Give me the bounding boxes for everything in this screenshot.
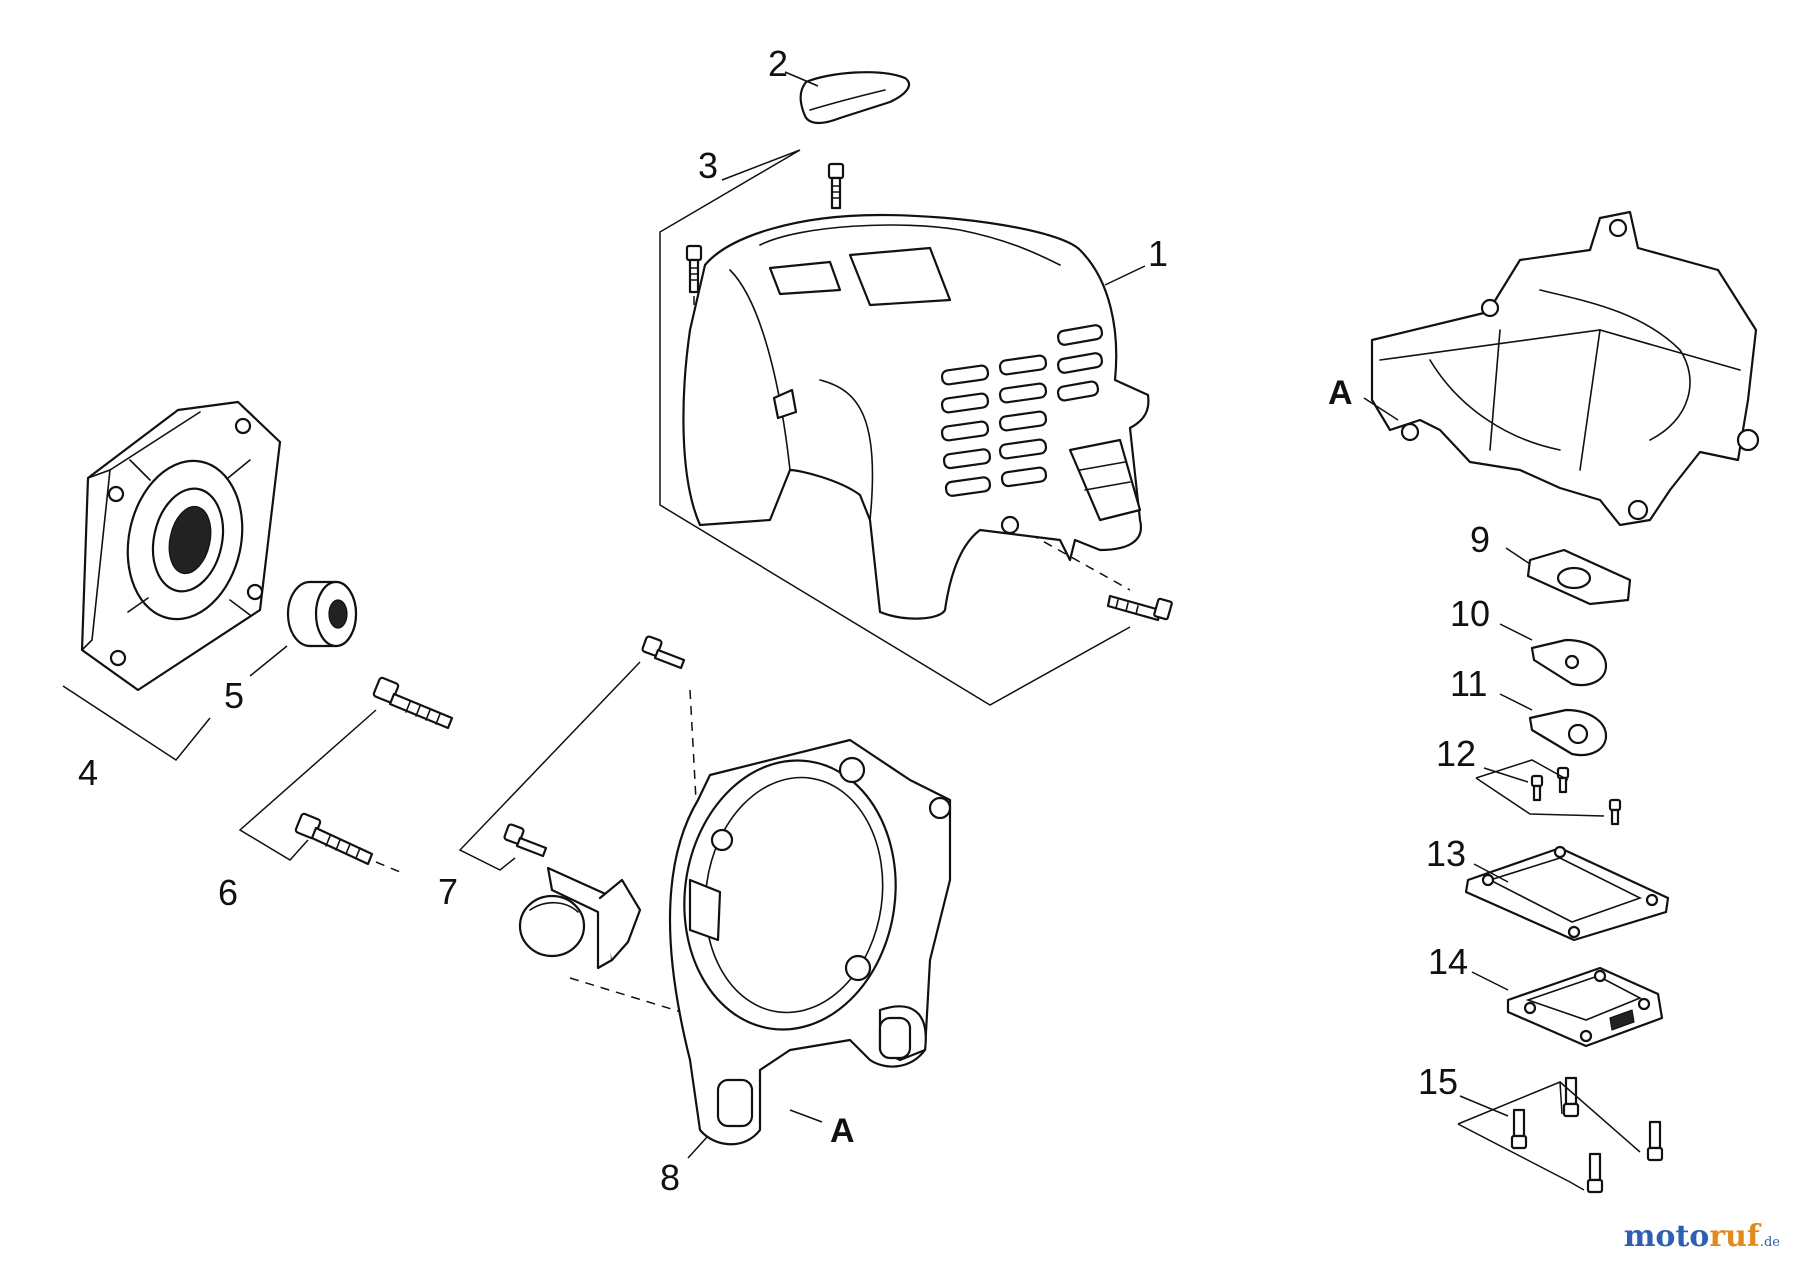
fan-cover-part[interactable] — [682, 213, 1150, 620]
watermark-brand-b: ruf — [1709, 1219, 1760, 1254]
reference-mark-a-left: A — [830, 1112, 855, 1150]
callout-3: 3 — [698, 145, 718, 186]
callout-6: 6 — [218, 872, 238, 913]
callout-15: 15 — [1418, 1061, 1458, 1102]
bolt-part-1[interactable] — [1106, 594, 1173, 622]
screw-part-15c[interactable] — [1646, 1120, 1664, 1162]
watermark-brand-a: moto — [1623, 1219, 1710, 1254]
bolt-part-6a[interactable] — [372, 676, 454, 730]
callout-11: 11 — [1450, 663, 1487, 704]
callout-9: 9 — [1470, 519, 1490, 560]
reference-mark-a-right: A — [1328, 374, 1353, 412]
gasket-part-13[interactable] — [1464, 845, 1670, 942]
callout-4: 4 — [78, 752, 98, 793]
screw-part-12c[interactable] — [1608, 798, 1622, 826]
watermark-tld: .de — [1759, 1235, 1780, 1250]
callout-2: 2 — [768, 43, 788, 84]
watermark-logo: motoruf.de — [1624, 1219, 1780, 1254]
callout-14: 14 — [1428, 941, 1468, 982]
callout-10: 10 — [1450, 593, 1490, 634]
primer-bulb-part[interactable] — [518, 866, 642, 970]
callout-12: 12 — [1436, 733, 1476, 774]
callout-8: 8 — [660, 1157, 680, 1198]
screw-part-15d[interactable] — [1586, 1152, 1604, 1194]
screw-part-15b[interactable] — [1510, 1108, 1528, 1150]
screw-part-15a[interactable] — [1562, 1076, 1580, 1118]
plate-part-14[interactable] — [1506, 966, 1664, 1048]
callout-7: 7 — [438, 871, 458, 912]
bearing-part[interactable] — [286, 580, 358, 648]
bolt-part-7a[interactable] — [641, 635, 686, 670]
crankcase-part[interactable] — [1370, 210, 1760, 527]
bolt-part-7b[interactable] — [503, 823, 548, 858]
gasket-part-9[interactable] — [1526, 548, 1632, 606]
gasket-part-11[interactable] — [1528, 708, 1608, 757]
callout-13: 13 — [1426, 833, 1466, 874]
housing-part[interactable] — [80, 400, 282, 692]
screw-part-12b[interactable] — [1530, 774, 1544, 802]
fan-case-part[interactable] — [667, 738, 952, 1146]
bolt-part-3b[interactable] — [685, 244, 703, 294]
bolt-part-3a[interactable] — [827, 162, 845, 210]
callout-1: 1 — [1148, 233, 1168, 274]
bolt-part-6b[interactable] — [294, 812, 374, 866]
vent-slots — [940, 324, 1104, 497]
cap-part[interactable] — [799, 71, 911, 125]
callout-5: 5 — [224, 675, 244, 716]
gasket-part-10[interactable] — [1530, 638, 1608, 687]
